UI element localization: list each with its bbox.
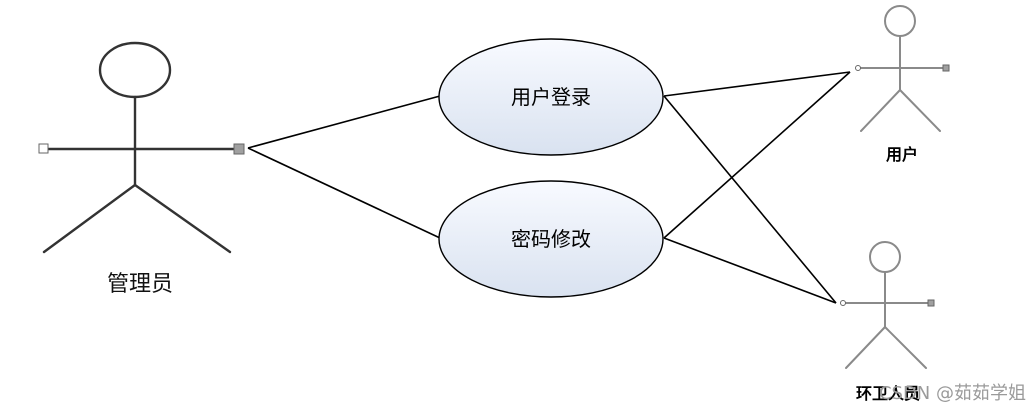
actor-sanitation-worker-left-leg <box>845 326 886 369</box>
actor-sanitation-worker[interactable]: 环卫人员 <box>840 241 935 403</box>
assoc-login-user <box>663 71 851 97</box>
actor-admin-head <box>98 41 172 99</box>
assoc-change-password-user <box>663 71 851 239</box>
actor-sanitation-worker-left-port <box>840 300 846 306</box>
use-case-login-label: 用户登录 <box>511 85 591 109</box>
actor-admin-right-leg <box>133 183 232 254</box>
use-case-login-ellipse <box>438 38 664 156</box>
actor-sanitation-worker-right-leg <box>884 326 927 369</box>
actor-sanitation-worker-head <box>869 241 901 273</box>
actor-sanitation-worker-label: 环卫人员 <box>856 384 920 403</box>
watermark: CSDN @茹茹学姐 <box>879 383 1026 404</box>
actor-user-right-port <box>942 64 950 72</box>
use-case-change-password-label: 密码修改 <box>511 227 591 251</box>
actor-admin-left-leg <box>42 183 137 254</box>
use-case-change-password[interactable]: 密码修改 <box>438 180 664 298</box>
actor-sanitation-worker-right-port <box>927 299 935 307</box>
assoc-login-sanitation-worker <box>663 95 837 304</box>
actor-user-left-leg <box>860 89 901 132</box>
assoc-admin-login <box>247 95 441 149</box>
actor-user-left-port <box>855 65 861 71</box>
assoc-admin-change-password <box>247 147 441 239</box>
use-case-change-password-ellipse <box>438 180 664 298</box>
actor-admin[interactable]: 管理员 <box>38 41 245 297</box>
actor-user-head <box>884 5 916 37</box>
use-case-login[interactable]: 用户登录 <box>438 38 664 156</box>
actor-admin-right-port <box>233 143 245 155</box>
actor-user[interactable]: 用户 <box>855 5 950 164</box>
associations <box>247 71 851 304</box>
actor-admin-label: 管理员 <box>107 272 173 297</box>
actor-admin-left-port <box>38 143 49 154</box>
actor-user-label: 用户 <box>886 145 918 164</box>
actor-user-right-leg <box>899 89 941 132</box>
assoc-change-password-sanitation-worker <box>663 237 837 304</box>
